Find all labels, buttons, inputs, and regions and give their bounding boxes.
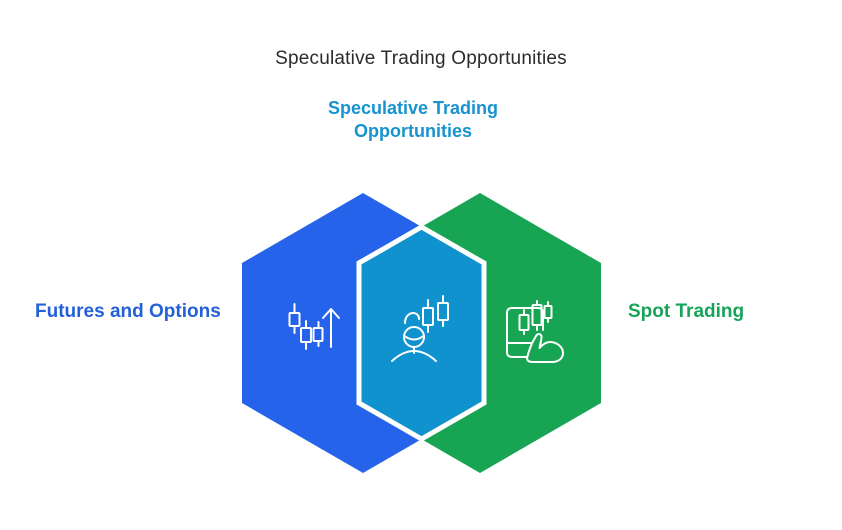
spot-trading-label: Spot Trading — [628, 301, 745, 322]
tap-hand-shape — [526, 333, 564, 363]
page-subtitle: Speculative Trading Opportunities — [327, 98, 499, 141]
candlestick-chart-up-icon — [288, 303, 340, 350]
overlap-hexagon — [356, 224, 487, 442]
hand-tap-trading-device-icon — [506, 300, 564, 363]
trader-person-icon — [391, 295, 449, 362]
futures-options-label: Futures and Options — [35, 301, 221, 322]
page-title: Speculative Trading Opportunities — [275, 48, 567, 69]
